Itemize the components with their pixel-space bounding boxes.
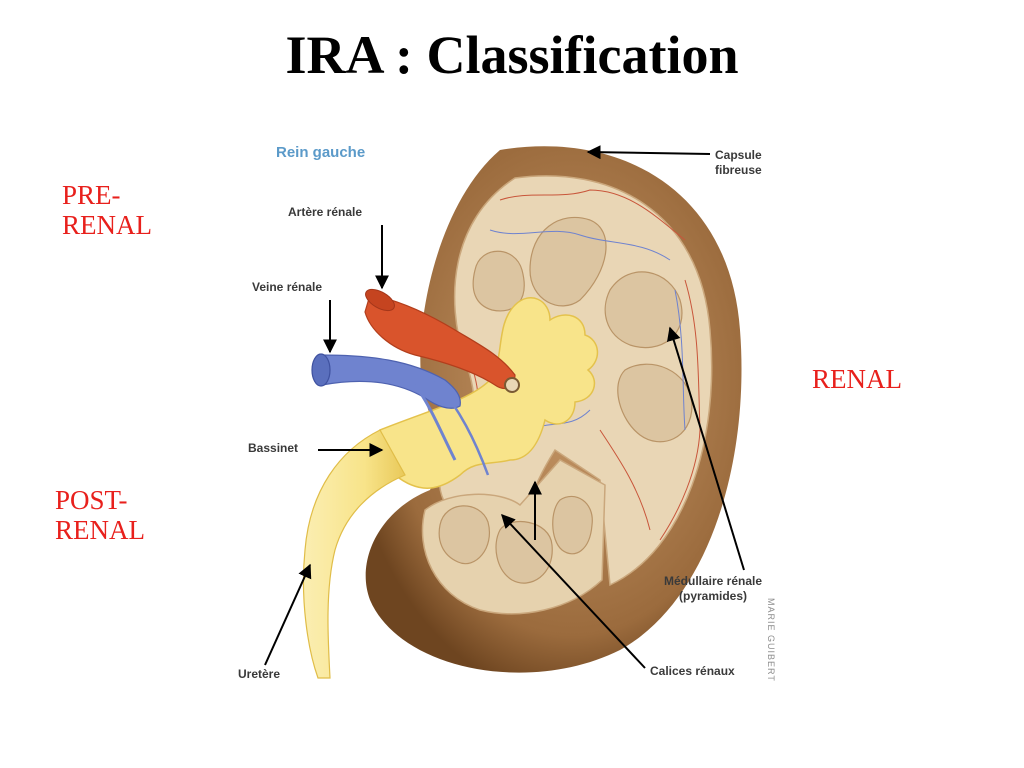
prerenal-label: PRE- RENAL	[62, 180, 152, 240]
ureter	[302, 429, 406, 679]
label-capsule: Capsule fibreuse	[715, 148, 762, 178]
kidney-figure: Rein gauche Artère rénale Veine rénale B…	[230, 130, 810, 700]
label-renal-artery: Artère rénale	[288, 205, 363, 219]
arrow-medullaire	[666, 326, 745, 571]
label-renal-pelvis: Bassinet	[248, 441, 299, 455]
label-calyces: Calices rénaux	[650, 664, 735, 678]
arrow-uretere	[264, 563, 312, 666]
figure-heading: Rein gauche	[276, 144, 366, 161]
renal-artery-opening	[365, 288, 395, 312]
pyramid-3	[617, 363, 693, 443]
pyramid-4	[472, 250, 525, 312]
renal-label: RENAL	[812, 364, 902, 394]
arrow-calices-1	[501, 513, 646, 669]
pyramid-6	[495, 521, 553, 584]
label-capsule-line-1: Capsule	[715, 148, 762, 162]
prerenal-label-line-1: PRE-	[62, 180, 121, 210]
kidney-illustration	[264, 145, 745, 679]
arrow-capsule	[586, 145, 711, 160]
label-ureter: Uretère	[238, 667, 281, 681]
prerenal-label-line-2: RENAL	[62, 210, 152, 240]
renal-vein	[319, 354, 461, 409]
pyramid-5	[438, 505, 490, 565]
pyramid-1	[529, 216, 607, 307]
postrenal-label-line-2: RENAL	[55, 515, 145, 545]
artist-signature: MARIE GUIBERT	[766, 598, 776, 682]
label-medulla-line-1: Médullaire rénale	[664, 574, 763, 588]
label-renal-vein: Veine rénale	[252, 280, 323, 294]
postrenal-label-line-1: POST-	[55, 485, 128, 515]
slide-title: IRA : Classification	[285, 25, 739, 85]
postrenal-label: POST- RENAL	[55, 485, 145, 545]
label-medulla: Médullaire rénale (pyramides)	[664, 574, 762, 604]
label-medulla-line-2: (pyramides)	[679, 589, 748, 603]
renal-vein-opening	[311, 353, 331, 387]
label-capsule-line-2: fibreuse	[715, 163, 762, 177]
pyramid-7	[552, 495, 593, 555]
artery-branch-ring	[504, 377, 520, 393]
